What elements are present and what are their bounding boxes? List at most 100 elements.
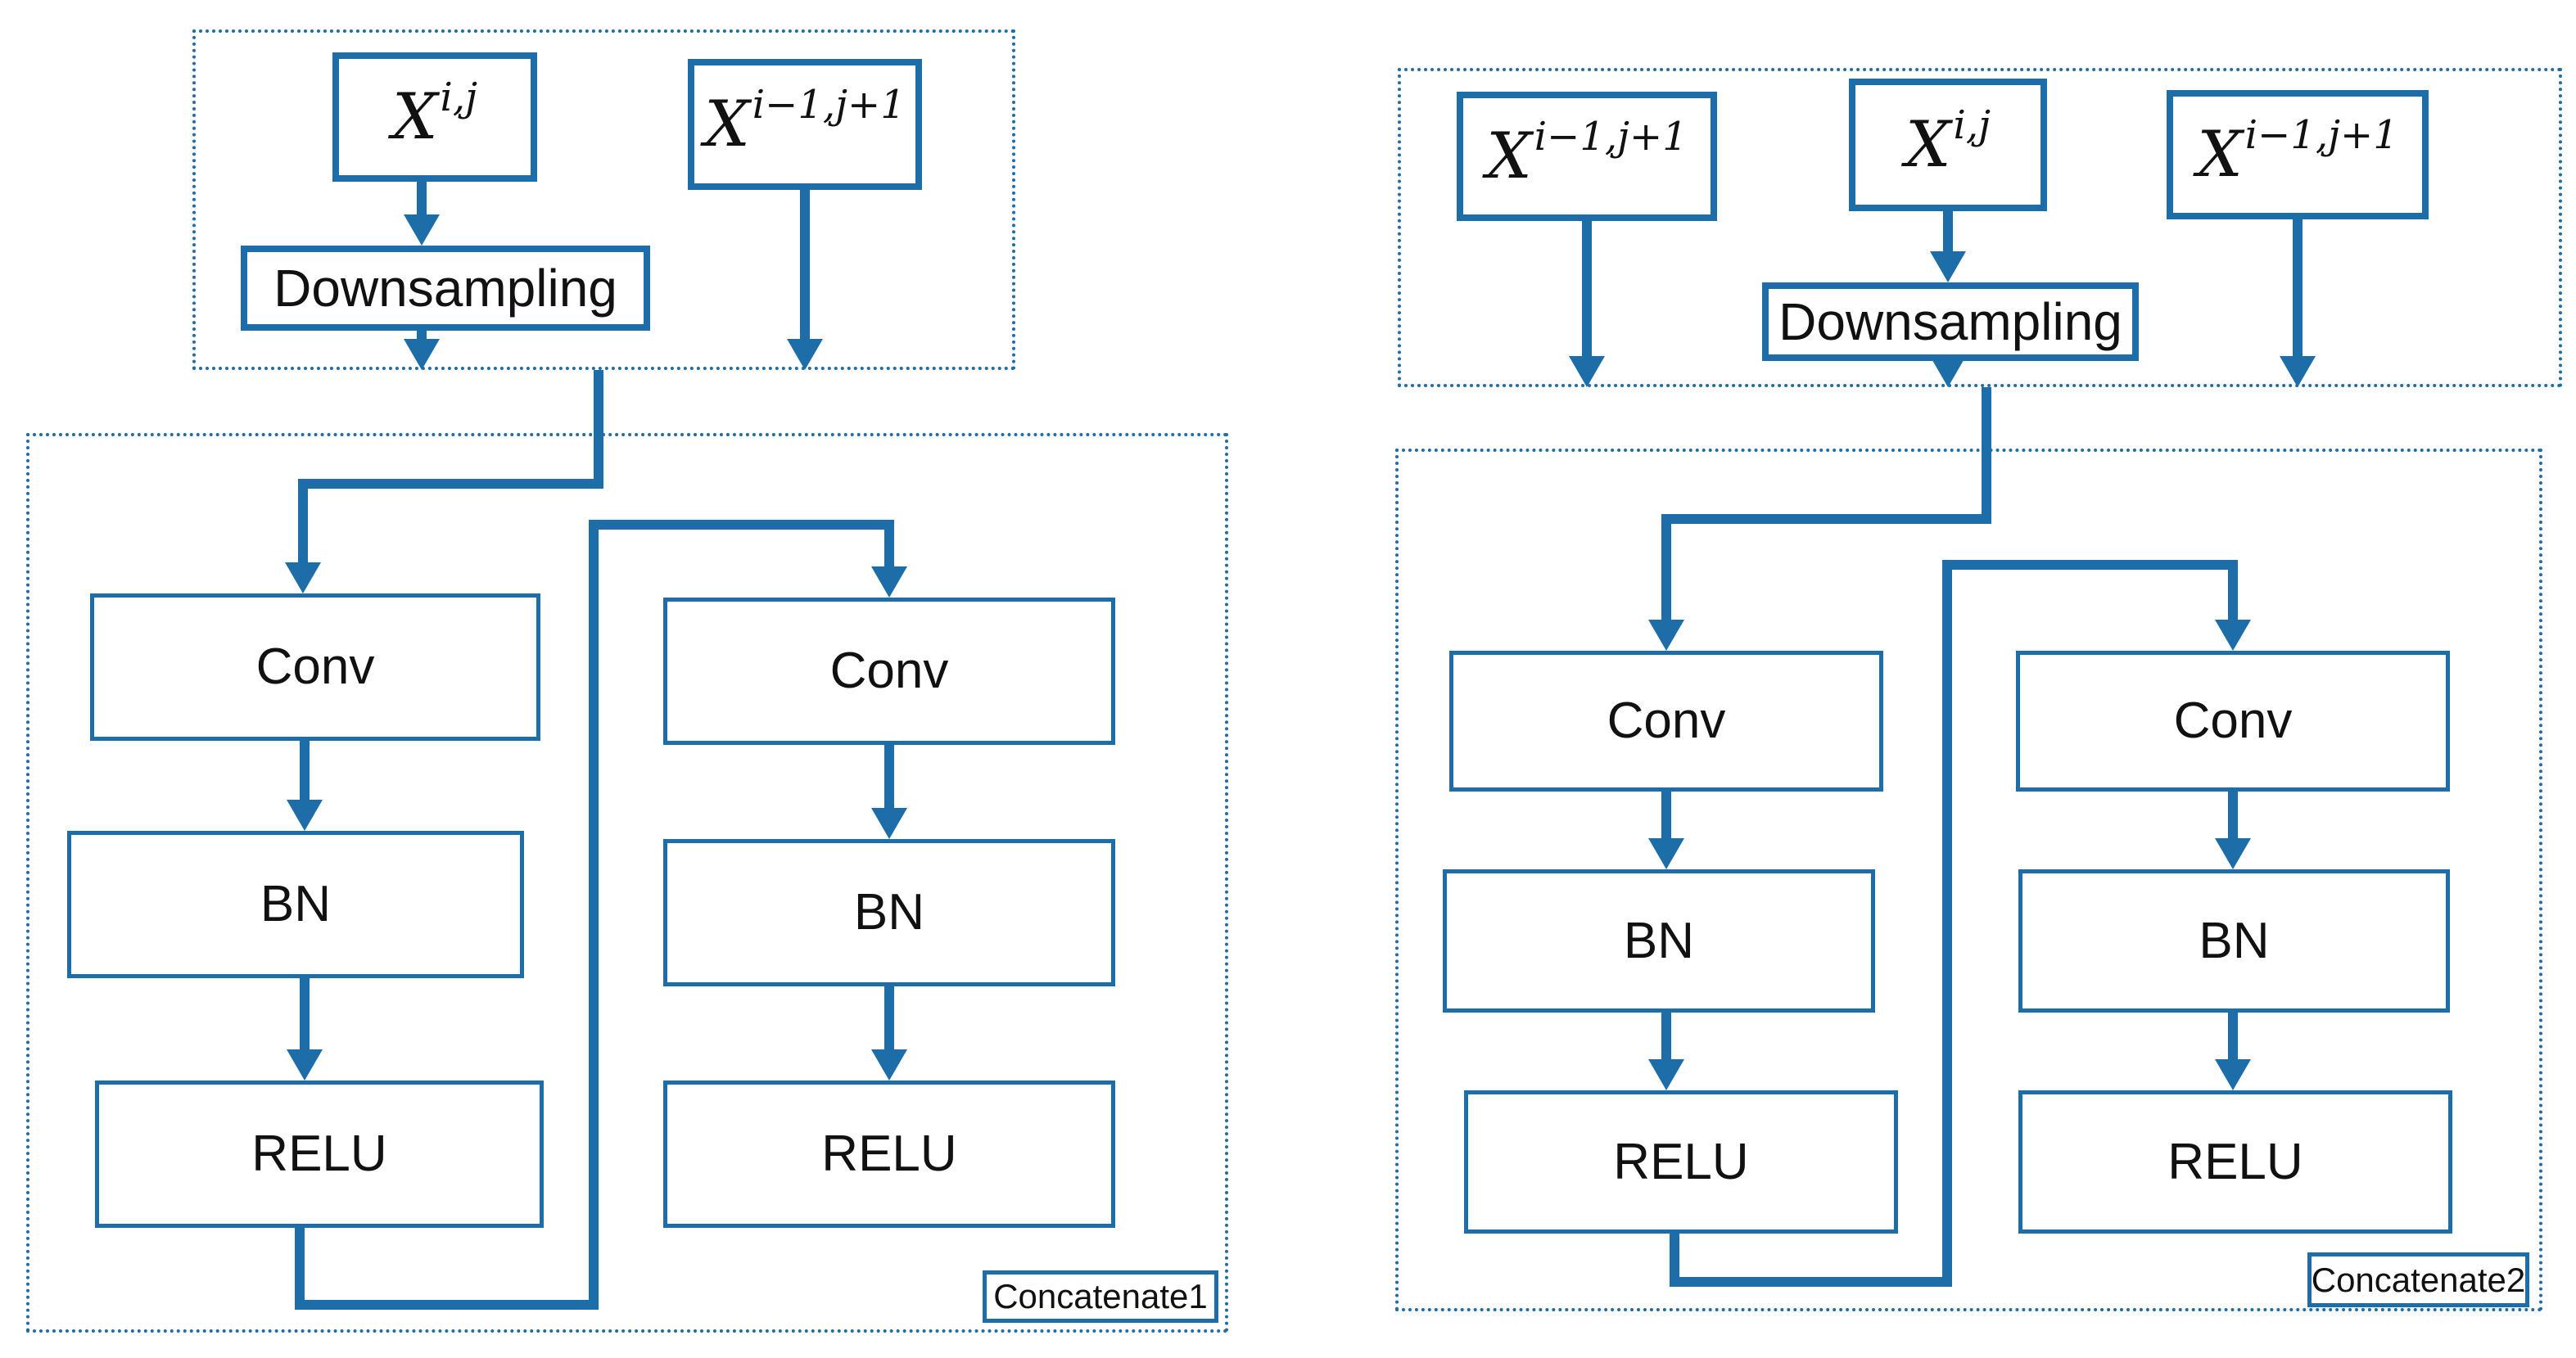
right-branch2-conv-label: Conv [2173, 693, 2293, 749]
arrow-down-icon [1930, 251, 1966, 282]
left-input-xi1j1-box: Xi−1,j+1 [688, 59, 922, 190]
math-superscript: i−1,j+1 [752, 81, 906, 128]
flow-line [1661, 514, 1991, 524]
arrow-down-icon [287, 800, 323, 831]
arrow-down-icon [1930, 356, 1966, 387]
flow-line [884, 520, 894, 566]
flow-line [298, 479, 603, 489]
flow-line [2228, 560, 2238, 620]
arrow-down-icon [2215, 620, 2251, 651]
flow-line [2228, 1013, 2238, 1059]
arrow-down-icon [871, 1049, 907, 1081]
left-branch1-bn-label: BN [260, 876, 332, 932]
right-input-xi1j1-right-box: Xi−1,j+1 [2167, 90, 2429, 219]
arrow-down-icon [787, 339, 823, 370]
arrow-down-icon [285, 562, 321, 593]
right-branch1-relu-box: RELU [1464, 1090, 1898, 1234]
arrow-down-icon [287, 1049, 323, 1081]
left-input-xij-label: Xi,j [392, 78, 477, 149]
left-branch1-relu-label: RELU [251, 1126, 387, 1182]
left-input-xij-box: Xi,j [332, 52, 537, 182]
right-branch1-bn-box: BN [1443, 869, 1875, 1013]
flow-line [1582, 221, 1592, 356]
flow-line [1670, 1234, 1679, 1287]
flow-line [884, 986, 894, 1049]
flow-line [295, 1300, 599, 1310]
math-base: X [391, 80, 438, 154]
left-concatenate-tag: Concatenate1 [983, 1270, 1218, 1323]
left-downsampling-label: Downsampling [273, 259, 617, 318]
arrow-down-icon [2280, 356, 2316, 387]
left-concatenate-tag-label: Concatenate1 [993, 1277, 1208, 1315]
right-concatenate-tag-label: Concatenate2 [2311, 1260, 2526, 1299]
arrow-down-icon [871, 566, 907, 598]
flow-line [417, 331, 427, 339]
arrow-down-icon [871, 808, 907, 839]
right-branch2-relu-box: RELU [2018, 1090, 2452, 1234]
flow-line [2228, 792, 2238, 838]
flow-line [300, 978, 310, 1049]
arrow-down-icon [2215, 1059, 2251, 1090]
left-branch2-conv-box: Conv [663, 598, 1115, 745]
flow-line [1661, 1013, 1671, 1059]
right-branch2-conv-box: Conv [2016, 651, 2450, 792]
math-base: X [2197, 118, 2243, 192]
math-base: X [1486, 120, 1532, 193]
math-superscript: i,j [440, 74, 478, 120]
left-branch1-conv-label: Conv [255, 638, 375, 695]
right-downsampling-box: Downsampling [1762, 282, 2139, 361]
left-branch2-relu-label: RELU [821, 1126, 957, 1182]
arrow-down-icon [1648, 620, 1684, 651]
flow-line [1943, 211, 1953, 251]
math-base: X [704, 88, 750, 161]
flow-line [2293, 219, 2303, 356]
right-downsampling-label: Downsampling [1778, 292, 2122, 351]
math-superscript: i,j [1953, 102, 1991, 148]
flow-line [589, 520, 599, 1310]
right-input-xi1j1-right-label: Xi−1,j+1 [2197, 115, 2398, 187]
left-input-xi1j1-label: Xi−1,j+1 [704, 85, 906, 156]
flow-line [300, 741, 310, 800]
left-downsampling-box: Downsampling [241, 246, 650, 331]
arrow-down-icon [404, 214, 440, 246]
flow-line [1661, 792, 1671, 838]
arrow-down-icon [1569, 356, 1605, 387]
left-concatenate-container [26, 433, 1228, 1333]
right-concatenate-tag: Concatenate2 [2307, 1252, 2529, 1307]
right-input-xi1j1-left-label: Xi−1,j+1 [1486, 117, 1688, 188]
right-branch2-relu-label: RELU [2167, 1133, 2303, 1190]
right-branch1-bn-label: BN [1623, 912, 1695, 969]
left-branch1-conv-box: Conv [90, 593, 540, 741]
flow-line [295, 1228, 305, 1310]
math-superscript: i−1,j+1 [2244, 111, 2398, 158]
left-branch2-bn-box: BN [663, 839, 1115, 986]
flow-line [417, 182, 427, 214]
right-input-xij-label: Xi,j [1905, 106, 1991, 177]
right-branch1-conv-box: Conv [1449, 651, 1883, 792]
flow-line [1670, 1277, 1952, 1287]
math-superscript: i−1,j+1 [1534, 113, 1688, 160]
right-branch1-conv-label: Conv [1607, 693, 1726, 749]
arrow-down-icon [2215, 838, 2251, 869]
right-branch1-relu-label: RELU [1613, 1133, 1749, 1190]
left-input-group-container [192, 29, 1015, 370]
left-branch2-relu-box: RELU [663, 1081, 1115, 1228]
right-input-group-container [1398, 68, 2562, 387]
flow-line [884, 745, 894, 808]
left-branch2-conv-label: Conv [829, 643, 949, 699]
flow-line [298, 479, 308, 562]
arrow-down-icon [1648, 1059, 1684, 1090]
right-concatenate-container [1395, 449, 2542, 1311]
right-input-xij-box: Xi,j [1849, 79, 2047, 211]
arrow-down-icon [404, 339, 440, 370]
math-base: X [1905, 108, 1951, 182]
flow-line [1942, 560, 2238, 570]
right-branch2-bn-label: BN [2199, 912, 2270, 969]
flow-line [1942, 560, 1952, 1287]
arrow-down-icon [1648, 838, 1684, 869]
right-input-xi1j1-left-box: Xi−1,j+1 [1457, 92, 1717, 221]
flow-line [589, 520, 894, 530]
flow-line [594, 370, 603, 489]
flow-line [1661, 514, 1671, 620]
